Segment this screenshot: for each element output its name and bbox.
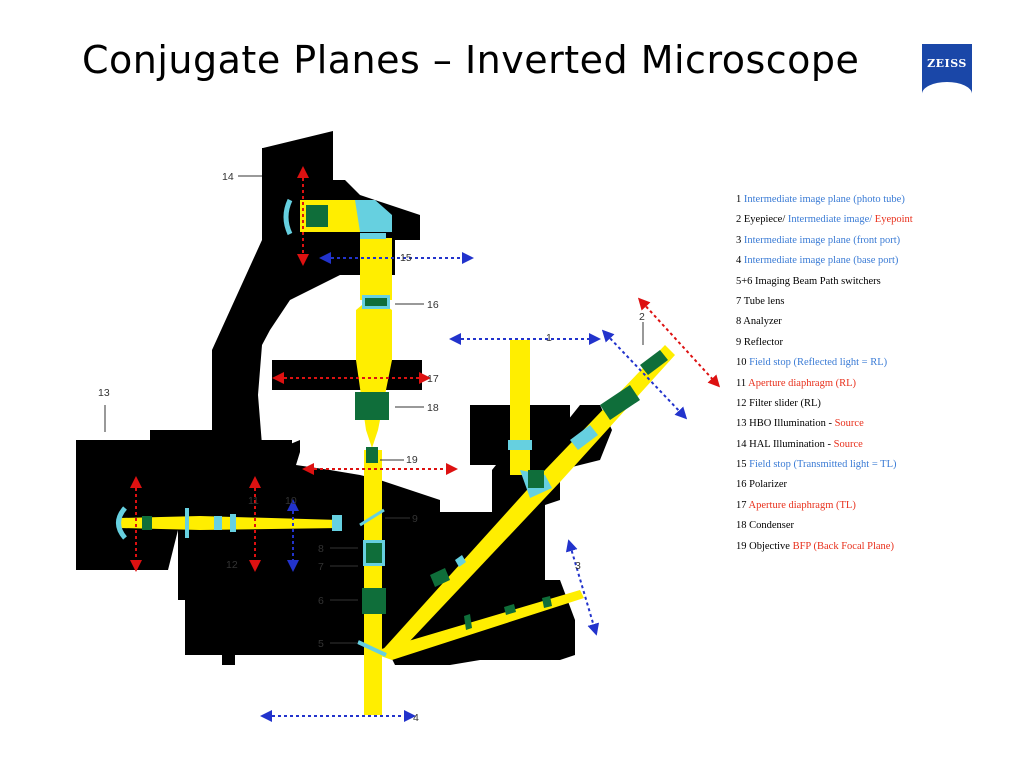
label-8: 8 [318, 543, 324, 555]
label-14: 14 [222, 171, 234, 183]
legend-text: Analyzer [743, 316, 782, 328]
legend-text: Field stop (Reflected light = RL) [749, 357, 888, 369]
legend: 1 Intermediate image plane (photo tube)2… [736, 193, 913, 560]
legend-text: Eyepiece/ [743, 214, 788, 226]
legend-item: 13 HBO Illumination - Source [736, 417, 913, 437]
label-9: 9 [412, 513, 418, 525]
label-1: 1 [546, 332, 552, 344]
legend-number: 11 [736, 377, 747, 389]
legend-number: 18 [736, 520, 747, 532]
aperture-arrows [130, 166, 721, 572]
legend-text: Source [833, 438, 863, 450]
legend-text: Aperture diaphragm (RL) [748, 377, 857, 389]
label-18: 18 [427, 402, 439, 414]
legend-text: Intermediate image/ [787, 214, 875, 226]
legend-item: 15 Field stop (Transmitted light = TL) [736, 458, 913, 478]
legend-text: Polarizer [749, 479, 788, 491]
legend-item: 14 HAL Illumination - Source [736, 438, 913, 458]
legend-number: 16 [736, 479, 747, 491]
legend-number: 19 [736, 540, 747, 552]
legend-number: 14 [736, 438, 747, 450]
label-12: 12 [226, 559, 238, 571]
legend-item: 5+6 Imaging Beam Path switchers [736, 275, 913, 295]
legend-text: Intermediate image plane (base port) [743, 255, 899, 267]
label-6: 6 [318, 595, 324, 607]
legend-text: Eyepoint [874, 214, 913, 226]
label-19: 19 [406, 454, 418, 466]
legend-text: Objective [749, 540, 793, 552]
legend-text: Condenser [749, 520, 795, 532]
label-10: 10 [285, 495, 297, 507]
legend-number: 13 [736, 418, 747, 430]
legend-number: 3 [736, 234, 742, 246]
legend-item: 10 Field stop (Reflected light = RL) [736, 356, 913, 376]
legend-text: Intermediate image plane (photo tube) [743, 194, 905, 205]
legend-number: 1 [736, 194, 742, 205]
legend-item: 16 Polarizer [736, 478, 913, 498]
label-13: 13 [98, 387, 110, 399]
page-title: Conjugate Planes – Inverted Microscope [82, 38, 860, 82]
legend-text: Filter slider (RL) [749, 397, 821, 409]
legend-item: 19 Objective BFP (Back Focal Plane) [736, 540, 913, 560]
legend-number: 2 [736, 214, 742, 226]
legend-item: 8 Analyzer [736, 315, 913, 335]
legend-item: 7 Tube lens [736, 295, 913, 315]
legend-number: 10 [736, 357, 747, 369]
label-5: 5 [318, 638, 324, 650]
legend-number: 7 [736, 295, 742, 307]
label-15: 15 [400, 252, 412, 264]
legend-number: 9 [736, 336, 742, 348]
legend-item: 3 Intermediate image plane (front port) [736, 234, 913, 254]
legend-item: 9 Reflector [736, 336, 913, 356]
label-7: 7 [318, 561, 324, 573]
label-2: 2 [639, 311, 645, 323]
legend-number: 15 [736, 459, 747, 471]
legend-text: BFP (Back Focal Plane) [792, 540, 894, 552]
legend-item: 4 Intermediate image plane (base port) [736, 254, 913, 274]
field-arrows [260, 252, 688, 722]
logo-text: ZEISS [927, 57, 967, 70]
legend-number: 12 [736, 397, 747, 409]
label-16: 16 [427, 299, 439, 311]
legend-text: Imaging Beam Path switchers [755, 275, 881, 287]
label-17: 17 [427, 373, 439, 385]
legend-text: Aperture diaphragm (TL) [748, 499, 856, 511]
legend-text: Source [834, 418, 864, 430]
legend-item: 2 Eyepiece/ Intermediate image/ Eyepoint [736, 213, 913, 233]
legend-item: 1 Intermediate image plane (photo tube) [736, 193, 913, 213]
legend-number: 4 [736, 255, 742, 267]
legend-item: 18 Condenser [736, 519, 913, 539]
legend-item: 17 Aperture diaphragm (TL) [736, 499, 913, 519]
legend-number: 8 [736, 316, 742, 328]
legend-text: Reflector [743, 336, 783, 348]
legend-text: Field stop (Transmitted light = TL) [749, 459, 897, 471]
legend-number: 17 [736, 499, 747, 511]
zeiss-logo: ZEISS [922, 44, 972, 94]
legend-number: 5+6 [736, 275, 753, 287]
legend-text: HBO Illumination - [749, 418, 835, 430]
legend-text: HAL Illumination - [749, 438, 834, 450]
label-11: 11 [248, 495, 259, 507]
legend-text: Tube lens [743, 295, 785, 307]
label-4: 4 [413, 712, 419, 724]
legend-text: Intermediate image plane (front port) [743, 234, 901, 246]
label-3: 3 [575, 560, 581, 572]
legend-item: 12 Filter slider (RL) [736, 397, 913, 417]
legend-item: 11 Aperture diaphragm (RL) [736, 377, 913, 397]
